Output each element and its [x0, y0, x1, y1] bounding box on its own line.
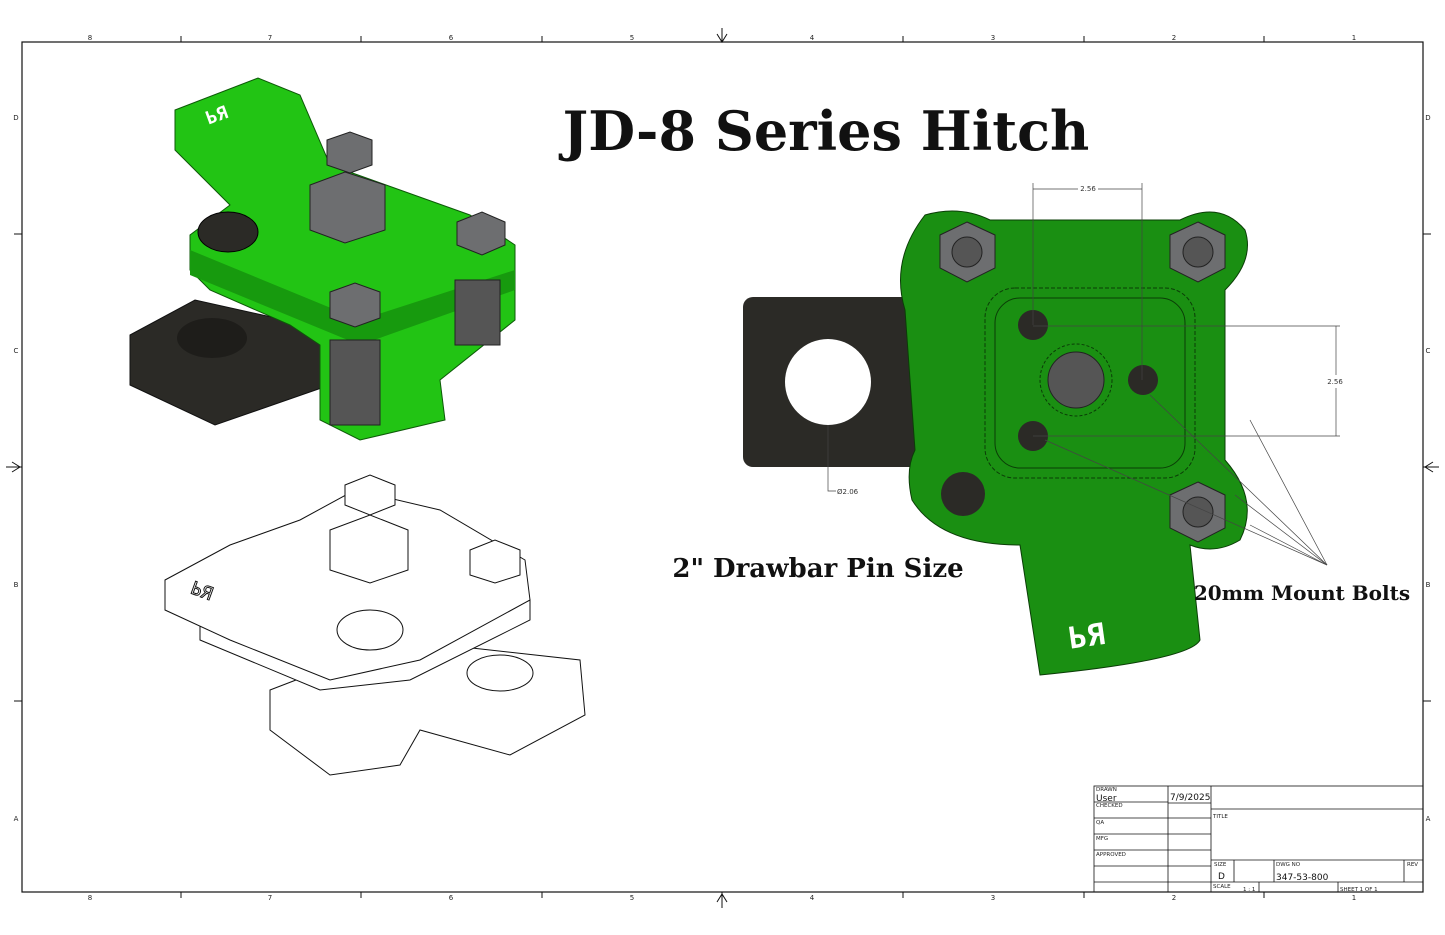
6: 2 — [1172, 894, 1176, 902]
rev-label: REV — [1407, 862, 1418, 868]
drawn-date: 7/9/2025 — [1170, 793, 1210, 803]
zone-column-labels-top: 8 7 6 5 4 3 2 1 — [88, 34, 1356, 42]
zone-ticks — [6, 28, 1439, 908]
size-value: D — [1218, 872, 1225, 882]
5: 3 — [991, 894, 995, 902]
isometric-view-rendered: ЬЯ — [129, 77, 516, 441]
drawn-label: DRAWN — [1096, 787, 1117, 793]
2: 6 — [449, 34, 454, 42]
dwg-no-value: 347-53-800 — [1276, 873, 1329, 883]
2: B — [14, 581, 19, 589]
callout-mount-bolts: 20mm Mount Bolts — [1194, 581, 1410, 605]
1: C — [14, 347, 19, 355]
1: 7 — [268, 34, 272, 42]
scale-label: SCALE — [1213, 884, 1231, 890]
7: 1 — [1352, 34, 1356, 42]
mfg-label: MFG — [1096, 836, 1108, 842]
checked-label: CHECKED — [1096, 803, 1123, 809]
qa-label: QA — [1096, 820, 1104, 826]
7: 1 — [1352, 894, 1356, 902]
3: A — [1426, 815, 1431, 823]
callout-drawbar-pin: 2" Drawbar Pin Size — [672, 554, 963, 584]
title-block: DRAWN User 7/9/2025 CHECKED QA MFG APPRO… — [1093, 785, 1424, 893]
1: 7 — [268, 894, 272, 902]
scale-value: 1 : 1 — [1243, 887, 1255, 893]
5: 3 — [991, 34, 995, 42]
4: 4 — [810, 894, 815, 902]
approved-label: APPROVED — [1096, 852, 1126, 858]
zone-row-labels: D C B A D C B A — [13, 114, 1430, 823]
0: 8 — [88, 894, 92, 902]
top-view: ЬЯ 2.56 2.56 Ø2.06 — [743, 183, 1343, 676]
dwg-no-label: DWG NO — [1276, 862, 1301, 868]
3: A — [14, 815, 19, 823]
3: 5 — [630, 34, 634, 42]
0: 8 — [88, 34, 92, 42]
2: B — [1426, 581, 1431, 589]
4: 4 — [810, 34, 815, 42]
isometric-view-wireframe: ЬЯ — [164, 474, 586, 776]
dim-diameter: Ø2.06 — [837, 488, 859, 496]
6: 2 — [1172, 34, 1176, 42]
2: 6 — [449, 894, 454, 902]
zone-column-labels-bottom: 8 7 6 5 4 3 2 1 — [88, 894, 1356, 902]
size-label: SIZE — [1214, 862, 1227, 868]
dim-horizontal: 2.56 — [1080, 185, 1096, 193]
1: C — [1426, 347, 1431, 355]
0: D — [1425, 114, 1430, 122]
0: D — [13, 114, 18, 122]
sheet-number: SHEET 1 OF 1 — [1340, 887, 1378, 893]
svg-text:ЬЯ: ЬЯ — [1066, 617, 1107, 657]
dim-vertical: 2.56 — [1327, 378, 1343, 386]
drawn-by: User — [1096, 794, 1117, 804]
3: 5 — [630, 894, 634, 902]
title-label: TITLE — [1212, 814, 1228, 820]
drawing-title: JD-8 Series Hitch — [559, 99, 1090, 163]
